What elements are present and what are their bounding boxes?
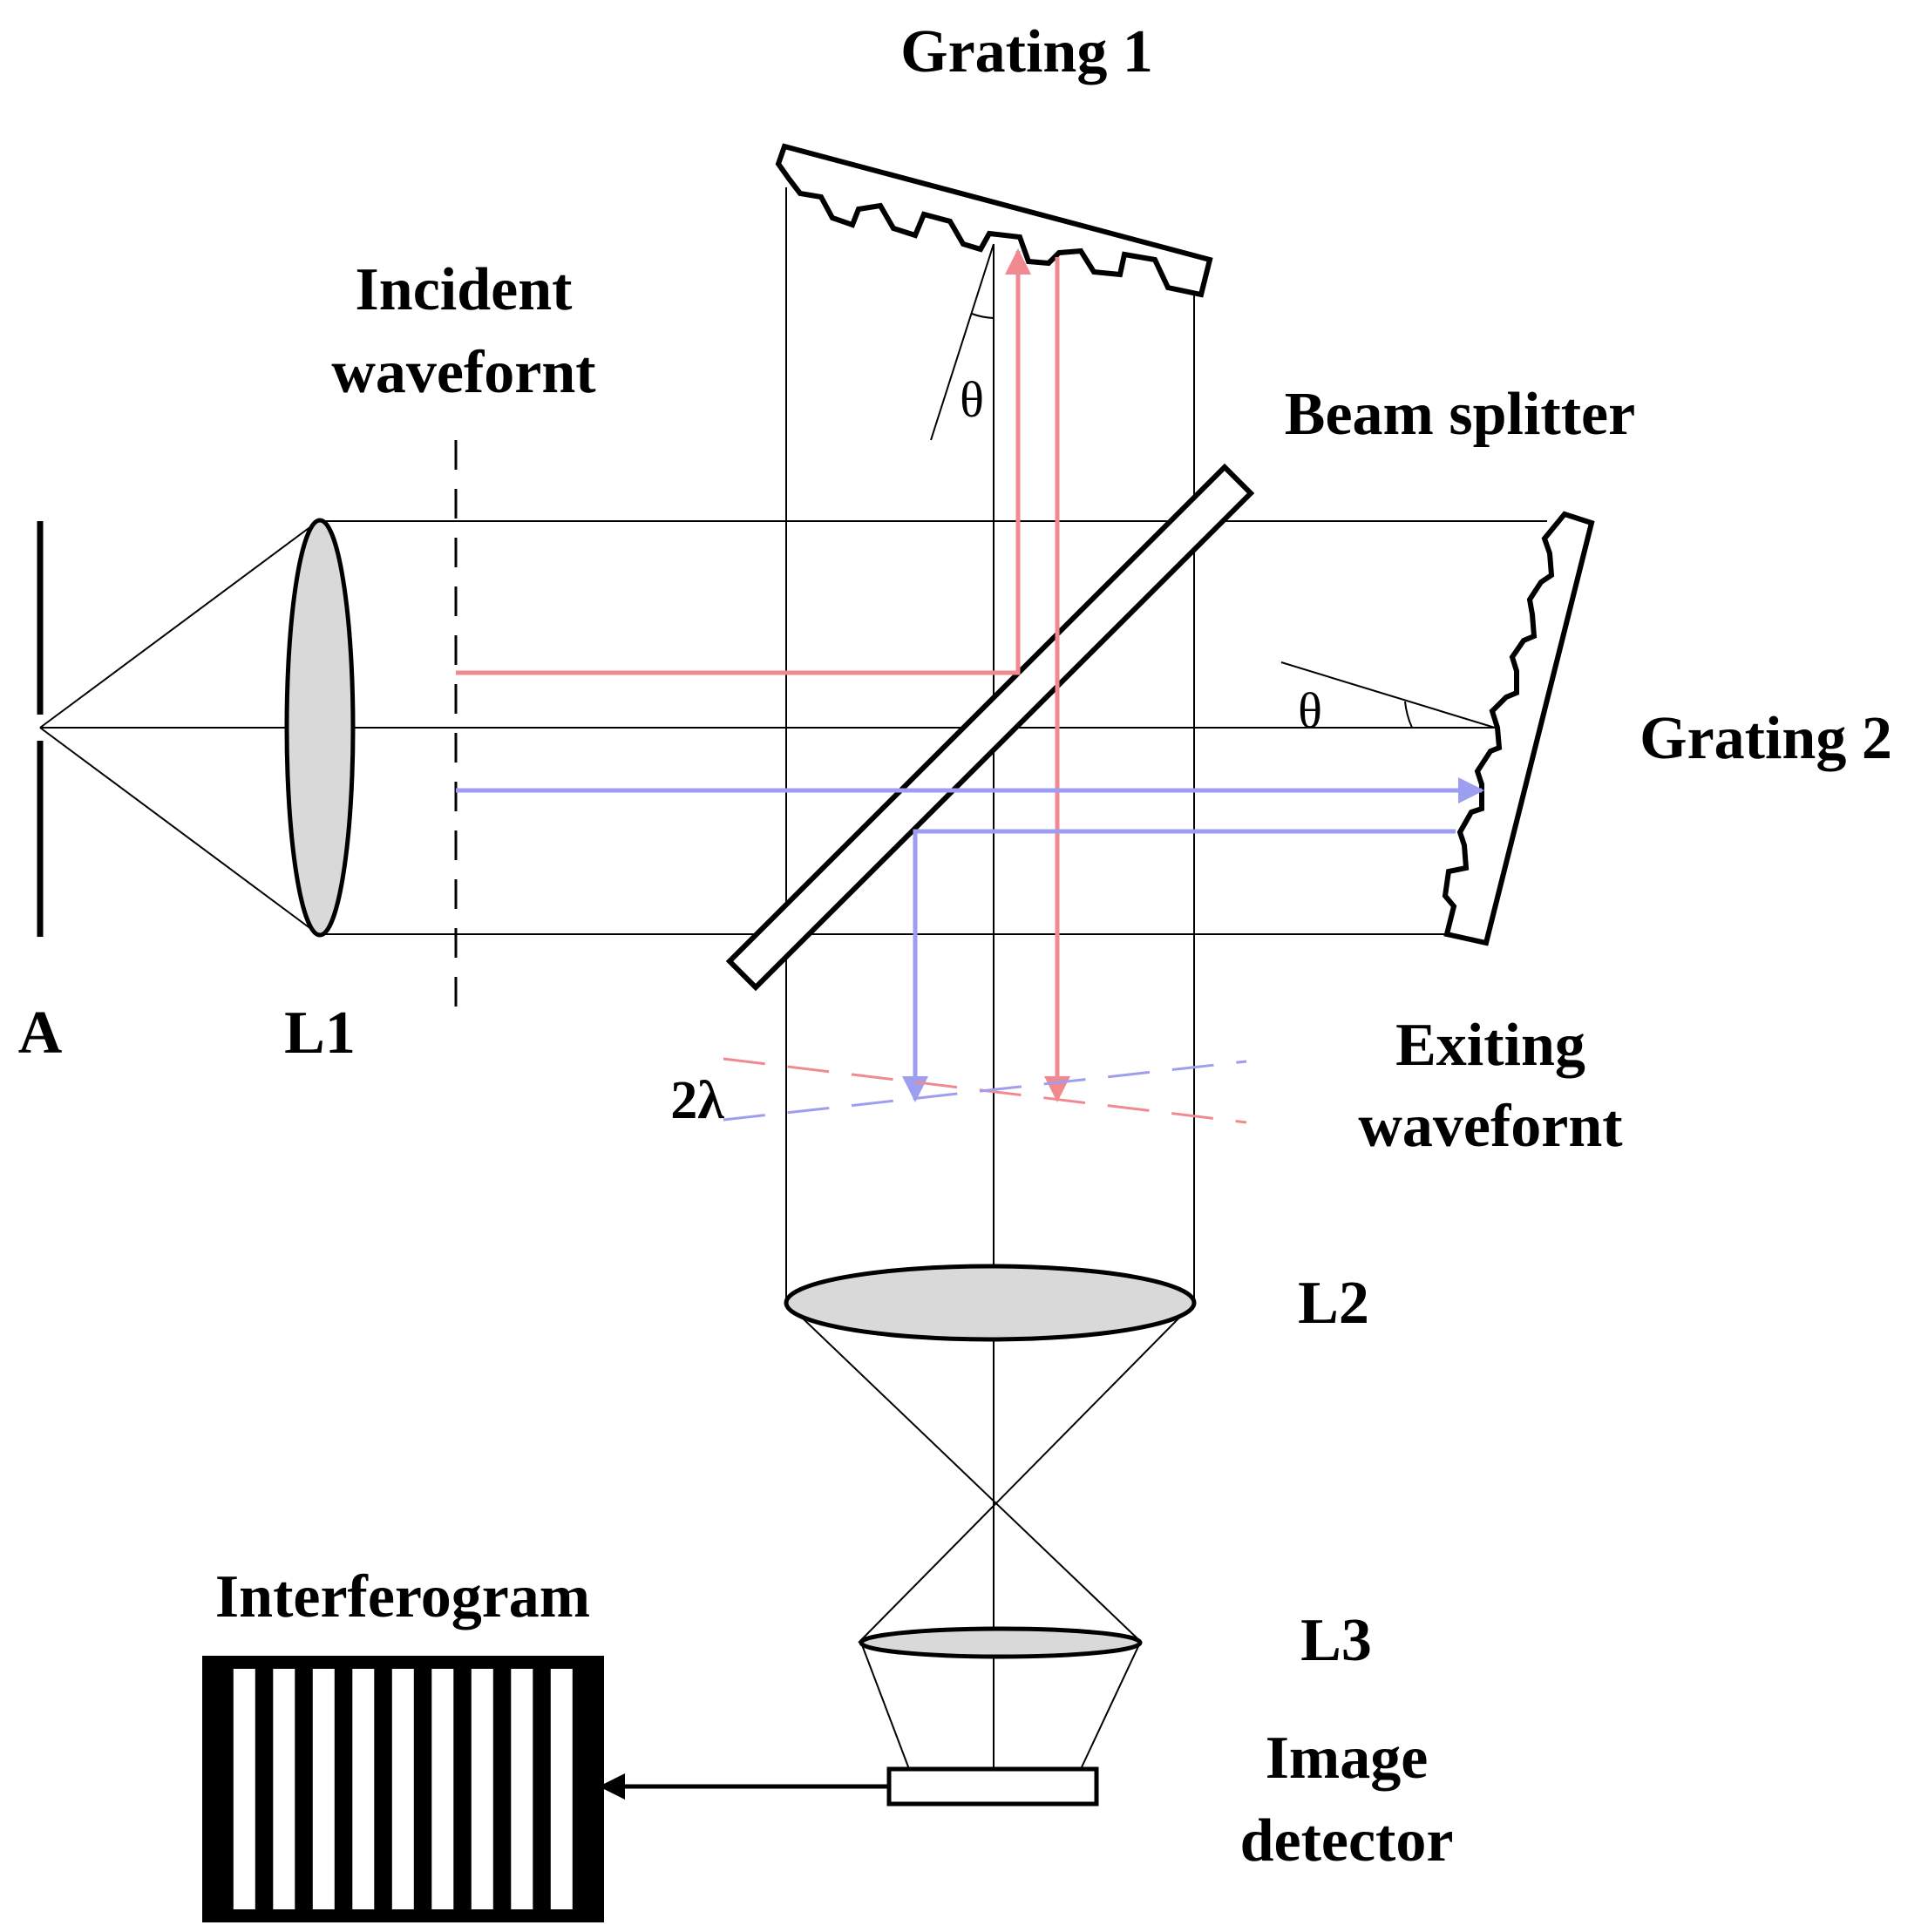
lens-l3: [859, 1626, 1143, 1659]
lens-l2-label: L2: [1298, 1270, 1369, 1337]
grating-1: [775, 143, 1213, 298]
l3-detector-cone: [860, 1642, 1141, 1770]
beam-splitter-label: Beam splitter: [1285, 381, 1635, 448]
blue-beam: [456, 777, 1484, 1102]
grating1-label: Grating 1: [900, 18, 1153, 85]
interferogram: [202, 1656, 604, 1922]
interferogram-fringe: [233, 1669, 255, 1909]
interferogram-fringe: [511, 1669, 533, 1909]
interferogram-fringe: [312, 1669, 335, 1909]
exiting-wavefront-label-2: wavefornt: [1358, 1093, 1622, 1160]
theta-grating1-label: θ: [960, 371, 984, 428]
incident-wavefront-label-1: Incident: [356, 256, 573, 323]
point-a-label: A: [18, 1000, 63, 1067]
interferogram-fringe: [391, 1669, 414, 1909]
two-lambda-label: 2λ: [670, 1071, 724, 1130]
interferogram-fringe: [273, 1669, 295, 1909]
interferogram-fringe: [431, 1669, 454, 1909]
interferogram-label: Interferogram: [215, 1563, 590, 1630]
incident-wavefront-label-2: wavefornt: [331, 339, 595, 406]
theta-grating2-label: θ: [1298, 682, 1322, 739]
image-detector-label-2: detector: [1240, 1807, 1454, 1874]
input-cone: [39, 520, 1495, 935]
image-detector-label-1: Image: [1266, 1725, 1429, 1792]
grating2-label: Grating 2: [1639, 705, 1892, 772]
exiting-wavefront-label-1: Exiting: [1395, 1012, 1585, 1079]
lens-l2: [784, 1264, 1197, 1342]
lens-l3-label: L3: [1300, 1607, 1372, 1674]
image-detector: [886, 1766, 1099, 1807]
grating1-angle: [930, 243, 995, 441]
l2-l3-cone: [799, 1315, 1182, 1644]
collimated-beam-outline: [318, 187, 1547, 1773]
interferogram-fringe: [471, 1669, 493, 1909]
exiting-wavefront-blue: [723, 1060, 1247, 1122]
red-beam: [456, 248, 1070, 1102]
grating2-angle: [1280, 661, 1496, 729]
lens-l1: [284, 518, 356, 938]
grating-2: [1442, 511, 1595, 946]
lens-l1-label: L1: [284, 1000, 356, 1067]
interferogram-fringe: [550, 1669, 573, 1909]
interferogram-fringe: [352, 1669, 375, 1909]
beam-splitter: [725, 463, 1255, 992]
